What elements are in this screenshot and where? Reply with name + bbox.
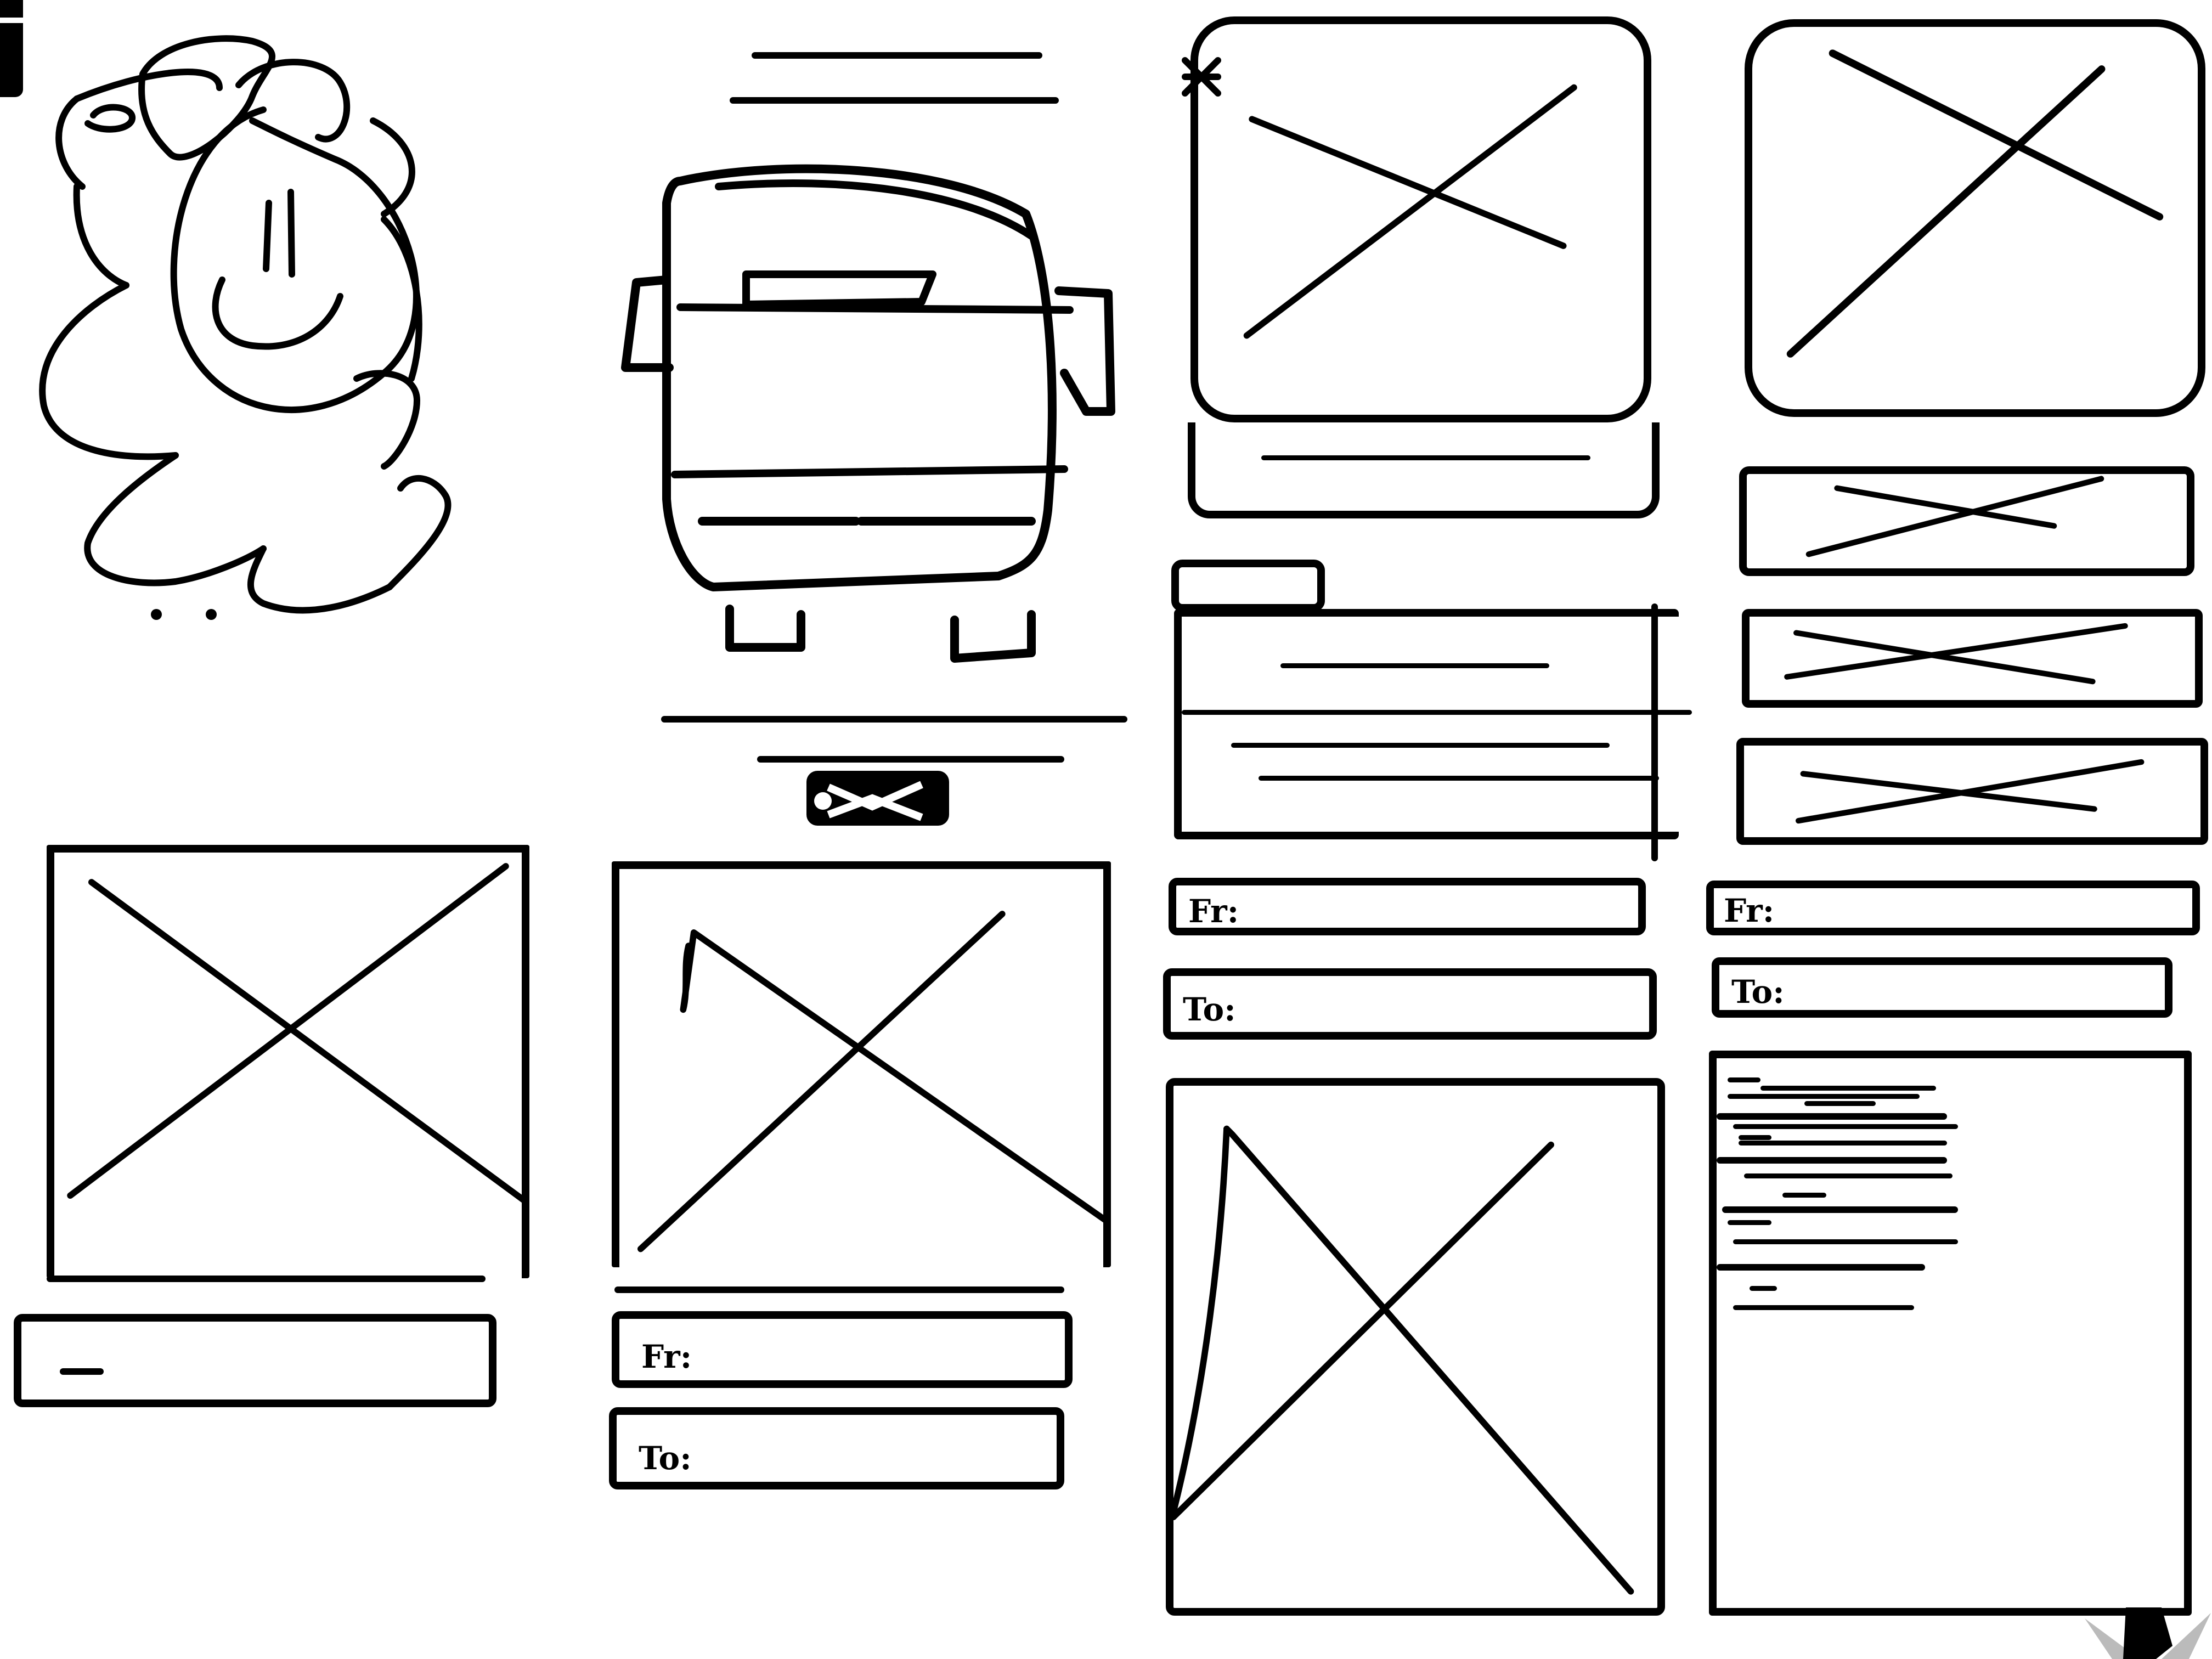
text-line — [1733, 1305, 1914, 1310]
image-placeholder-icon — [67, 863, 522, 1203]
header-text-line — [730, 97, 1059, 104]
bus-front-icon — [621, 164, 1115, 663]
text-input[interactable] — [14, 1314, 496, 1407]
image-placeholder-icon — [1795, 759, 2145, 824]
image-placeholder-icon — [1784, 623, 2128, 685]
text-line — [1739, 1141, 1947, 1146]
text-line — [1750, 1286, 1777, 1291]
list-text-line — [1231, 743, 1610, 748]
image-placeholder-icon — [1173, 1125, 1634, 1595]
from-label: Fr: — [1188, 893, 1239, 930]
text-line — [1728, 1094, 1920, 1099]
list-divider — [1182, 833, 1588, 838]
hero-image-placeholder[interactable] — [1745, 19, 2205, 417]
thumbnail-row[interactable] — [1739, 466, 2194, 576]
ticket-icon — [806, 771, 949, 826]
section-divider — [1717, 1264, 1925, 1271]
close-icon — [1182, 57, 1221, 97]
divider-line — [661, 716, 1127, 723]
section-divider — [1717, 1157, 1947, 1164]
image-placeholder-icon — [637, 911, 1103, 1252]
to-label: To: — [1731, 973, 1785, 1011]
to-label: To: — [1183, 991, 1236, 1028]
from-label: Fr: — [1724, 892, 1775, 929]
image-placeholder[interactable] — [612, 861, 1111, 1267]
to-field[interactable]: To: — [1163, 968, 1657, 1040]
list-text-line — [1280, 663, 1549, 668]
image-bottom-line — [47, 1276, 486, 1282]
image-placeholder-icon — [1243, 84, 1577, 339]
image-placeholder-icon — [1805, 476, 2104, 557]
text-details-panel[interactable] — [1709, 1051, 2192, 1616]
image-bottom-line — [614, 1286, 1064, 1293]
text-list[interactable] — [1174, 609, 1692, 839]
hero-image-placeholder[interactable] — [1190, 16, 1651, 422]
text-line — [1760, 1086, 1936, 1091]
corner-x-mark — [1180, 55, 1223, 99]
list-divider — [1182, 710, 1692, 715]
text-line — [1728, 1220, 1771, 1225]
small-button[interactable] — [1171, 560, 1325, 612]
input-cursor-line — [60, 1368, 104, 1375]
bus-illustration — [614, 159, 1119, 686]
text-line — [1782, 1193, 1826, 1198]
tall-image-placeholder[interactable] — [1166, 1078, 1665, 1616]
thumbnail-row[interactable] — [1736, 738, 2208, 845]
section-divider — [1722, 1206, 1958, 1213]
edge-marker-mark — [0, 0, 23, 18]
text-line — [1728, 1077, 1760, 1082]
section-divider — [1717, 1113, 1947, 1120]
text-line — [1733, 1239, 1958, 1244]
mascot-flower-icon — [39, 35, 452, 620]
text-line — [1804, 1101, 1876, 1106]
to-field[interactable]: To: — [609, 1407, 1064, 1489]
text-line — [1733, 1124, 1958, 1129]
pencil-icon — [2085, 1607, 2211, 1659]
from-field[interactable]: Fr: — [1706, 881, 2200, 935]
panel-splash — [33, 22, 571, 801]
from-label: Fr: — [641, 1338, 692, 1375]
from-field[interactable]: Fr: — [1169, 878, 1646, 935]
caption-text-line — [1261, 455, 1590, 460]
from-field[interactable]: Fr: — [612, 1311, 1073, 1388]
ticket-button[interactable] — [790, 760, 966, 837]
image-placeholder[interactable] — [47, 845, 529, 1278]
thumbnail-row[interactable] — [1742, 609, 2203, 708]
image-placeholder-icon — [1786, 49, 2164, 358]
header-text-line — [752, 52, 1042, 59]
text-line — [1744, 1173, 1953, 1178]
to-label: To: — [639, 1440, 692, 1477]
to-field[interactable]: To: — [1712, 957, 2172, 1018]
list-text-line — [1259, 776, 1659, 781]
caption-line — [757, 756, 1064, 763]
caption-bar[interactable] — [1188, 422, 1660, 518]
text-line — [1739, 1135, 1771, 1140]
scrollbar[interactable] — [1651, 603, 1658, 861]
pencil-tip — [2079, 1596, 2212, 1659]
edge-marker-mark — [0, 23, 23, 97]
